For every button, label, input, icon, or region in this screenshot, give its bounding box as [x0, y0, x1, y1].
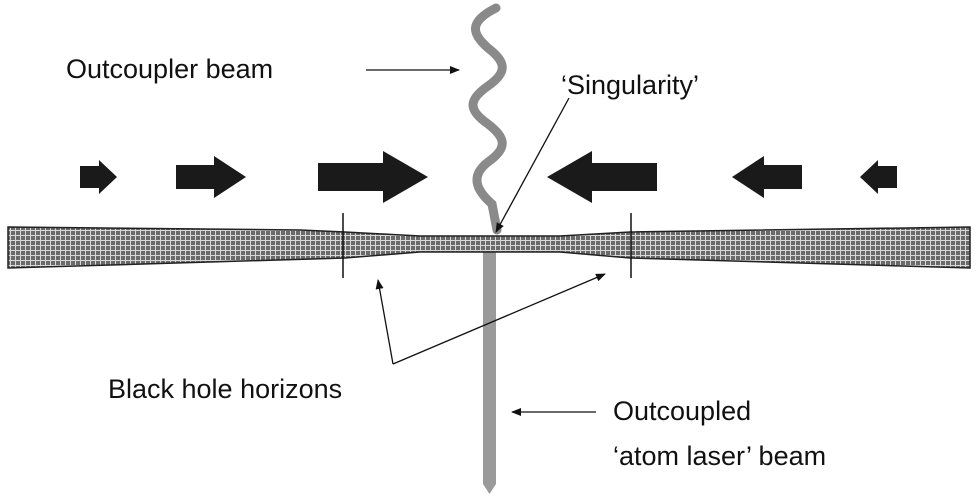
- outcoupler-beam-wave: [468, 3, 507, 235]
- flow-arrow-left-medium: [732, 156, 802, 198]
- flow-arrow-left-small: [860, 160, 897, 194]
- outcoupled-label-line2: ‘atom laser’ beam: [613, 441, 827, 471]
- outcoupled-beam: [483, 236, 496, 494]
- outcoupled-label-line1: Outcoupled: [613, 396, 752, 426]
- flow-arrow-left-large: [547, 151, 657, 203]
- left-horizon-pointer: [375, 279, 394, 365]
- right-horizon-pointer: [392, 273, 606, 365]
- condensate-band: [7, 226, 971, 269]
- flow-arrow-right-medium: [176, 156, 246, 198]
- singularity-pointer: [495, 97, 570, 233]
- singularity-label: ‘Singularity’: [561, 70, 700, 100]
- flow-arrow-right-large: [318, 151, 428, 203]
- black-hole-horizons-label: Black hole horizons: [108, 374, 343, 404]
- outcoupler-beam-label: Outcoupler beam: [66, 54, 274, 84]
- flow-arrow-right-small: [80, 160, 117, 194]
